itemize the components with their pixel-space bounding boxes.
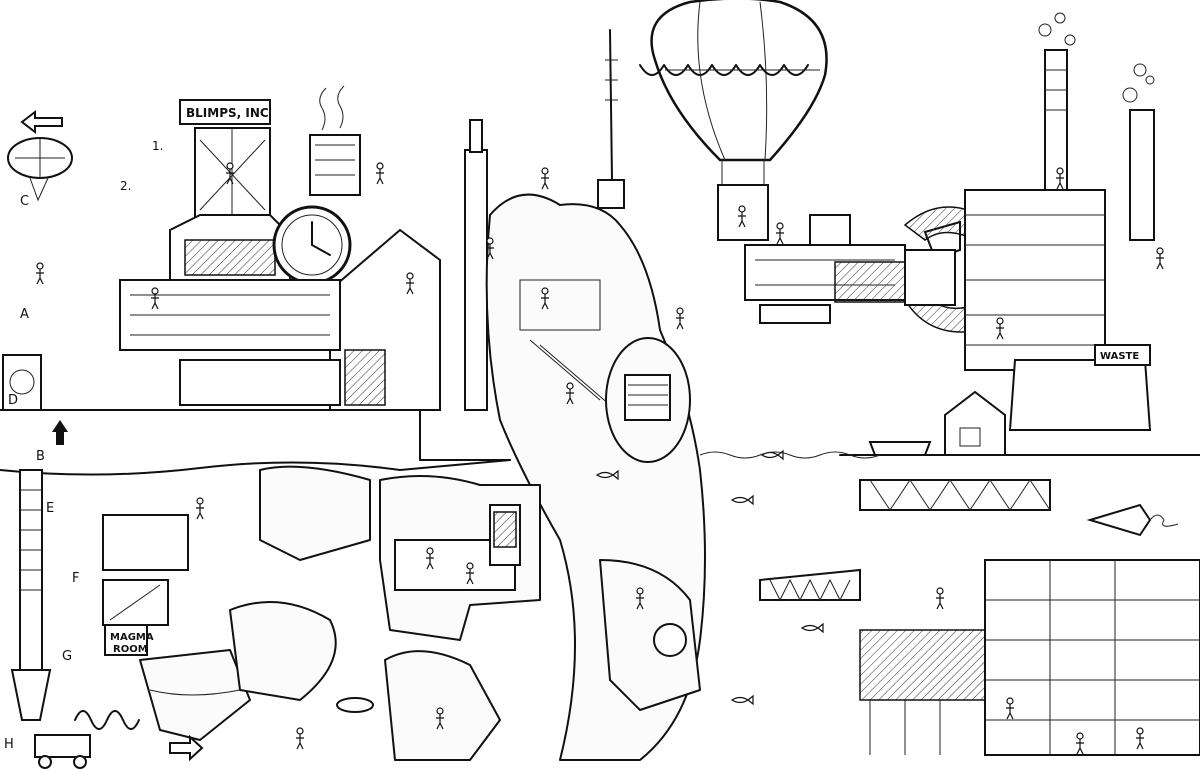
letter-label: C bbox=[20, 194, 29, 209]
antenna-tower bbox=[597, 29, 625, 209]
arrow-up-icon bbox=[52, 420, 68, 445]
magma-room-sign-line2: ROOM bbox=[113, 644, 148, 655]
arrow-right-icon bbox=[169, 734, 204, 762]
letter-label: F bbox=[72, 571, 79, 586]
step-label: 1. bbox=[152, 139, 163, 153]
blimps-inc-sign: BLIMPS, INC bbox=[186, 106, 269, 120]
step-label: 2. bbox=[120, 179, 131, 193]
waste-sign: WASTE bbox=[1100, 351, 1139, 362]
middle-caves bbox=[229, 193, 706, 761]
letter-label: E bbox=[46, 501, 54, 516]
left-factory: A B C D E F G H 1. 2. bbox=[0, 85, 511, 769]
balloon-icon bbox=[7, 137, 73, 202]
gear-icon bbox=[9, 369, 35, 395]
arrow-left-icon bbox=[20, 109, 63, 135]
right-factory bbox=[744, 12, 1200, 756]
balloon-icon bbox=[639, 0, 828, 241]
magma-room-sign-line1: MAGMA bbox=[110, 632, 154, 643]
water-surface bbox=[699, 451, 881, 459]
letter-label: B bbox=[36, 449, 45, 464]
smoke-puff-icon bbox=[1038, 12, 1155, 103]
letter-label: D bbox=[8, 393, 18, 408]
letter-label: A bbox=[20, 307, 29, 322]
letter-label: H bbox=[4, 737, 14, 752]
letter-label: G bbox=[62, 649, 72, 664]
